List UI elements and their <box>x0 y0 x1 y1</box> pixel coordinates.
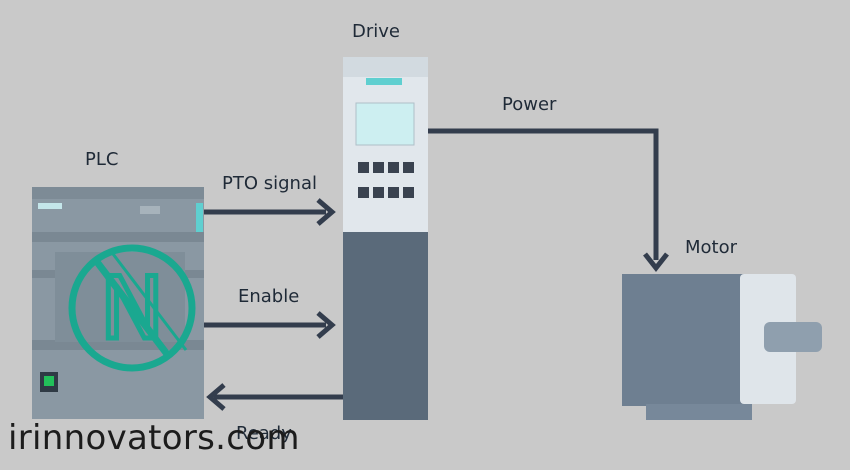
pto-signal-arrowhead <box>316 198 336 226</box>
plc-top-strip <box>32 187 204 199</box>
pto-signal-label: PTO signal <box>222 173 317 194</box>
drive-key <box>403 162 414 173</box>
power-arrowhead <box>643 252 669 273</box>
drive-key <box>358 187 369 198</box>
drive-key <box>373 187 384 198</box>
plc-model-plate <box>140 206 160 214</box>
power-label: Power <box>502 94 557 115</box>
enable-arrowhead <box>316 311 336 339</box>
drive-keypad <box>358 162 414 198</box>
motor-label: Motor <box>685 237 738 258</box>
signal-arrows <box>204 128 669 411</box>
ready-arrowhead <box>206 383 226 411</box>
motor-device <box>622 274 822 420</box>
motor-base <box>646 404 752 420</box>
drive-key <box>373 162 384 173</box>
logo-slash-outer <box>91 255 173 361</box>
drive-display-screen <box>355 102 415 146</box>
plc-terminal-strip-bottom <box>32 340 204 350</box>
watermark-text: irinnovators.com <box>8 418 300 458</box>
motor-shaft <box>764 322 822 352</box>
drive-label: Drive <box>352 21 400 42</box>
logo-letter: N <box>100 259 164 359</box>
plc-status-led <box>196 203 203 239</box>
drive-key <box>388 187 399 198</box>
plc-device <box>32 187 204 419</box>
plc-label: PLC <box>85 149 119 170</box>
ready-label: Ready <box>236 423 292 444</box>
drive-key <box>403 187 414 198</box>
enable-label: Enable <box>238 286 300 307</box>
watermark-logo: N <box>68 244 196 372</box>
drive-top-cap <box>343 57 428 77</box>
plc-brand-plate <box>38 203 62 209</box>
plc-terminal-strip-top <box>32 232 204 242</box>
logo-slash-inner <box>108 249 188 351</box>
drive-key <box>358 162 369 173</box>
power-line <box>428 128 659 260</box>
drive-device <box>343 57 428 420</box>
drive-key <box>388 162 399 173</box>
drive-body <box>343 232 428 420</box>
logo-circle <box>68 244 196 372</box>
plc-port-led <box>44 376 54 386</box>
motor-body <box>622 274 746 406</box>
drive-brand-plate <box>366 78 402 85</box>
